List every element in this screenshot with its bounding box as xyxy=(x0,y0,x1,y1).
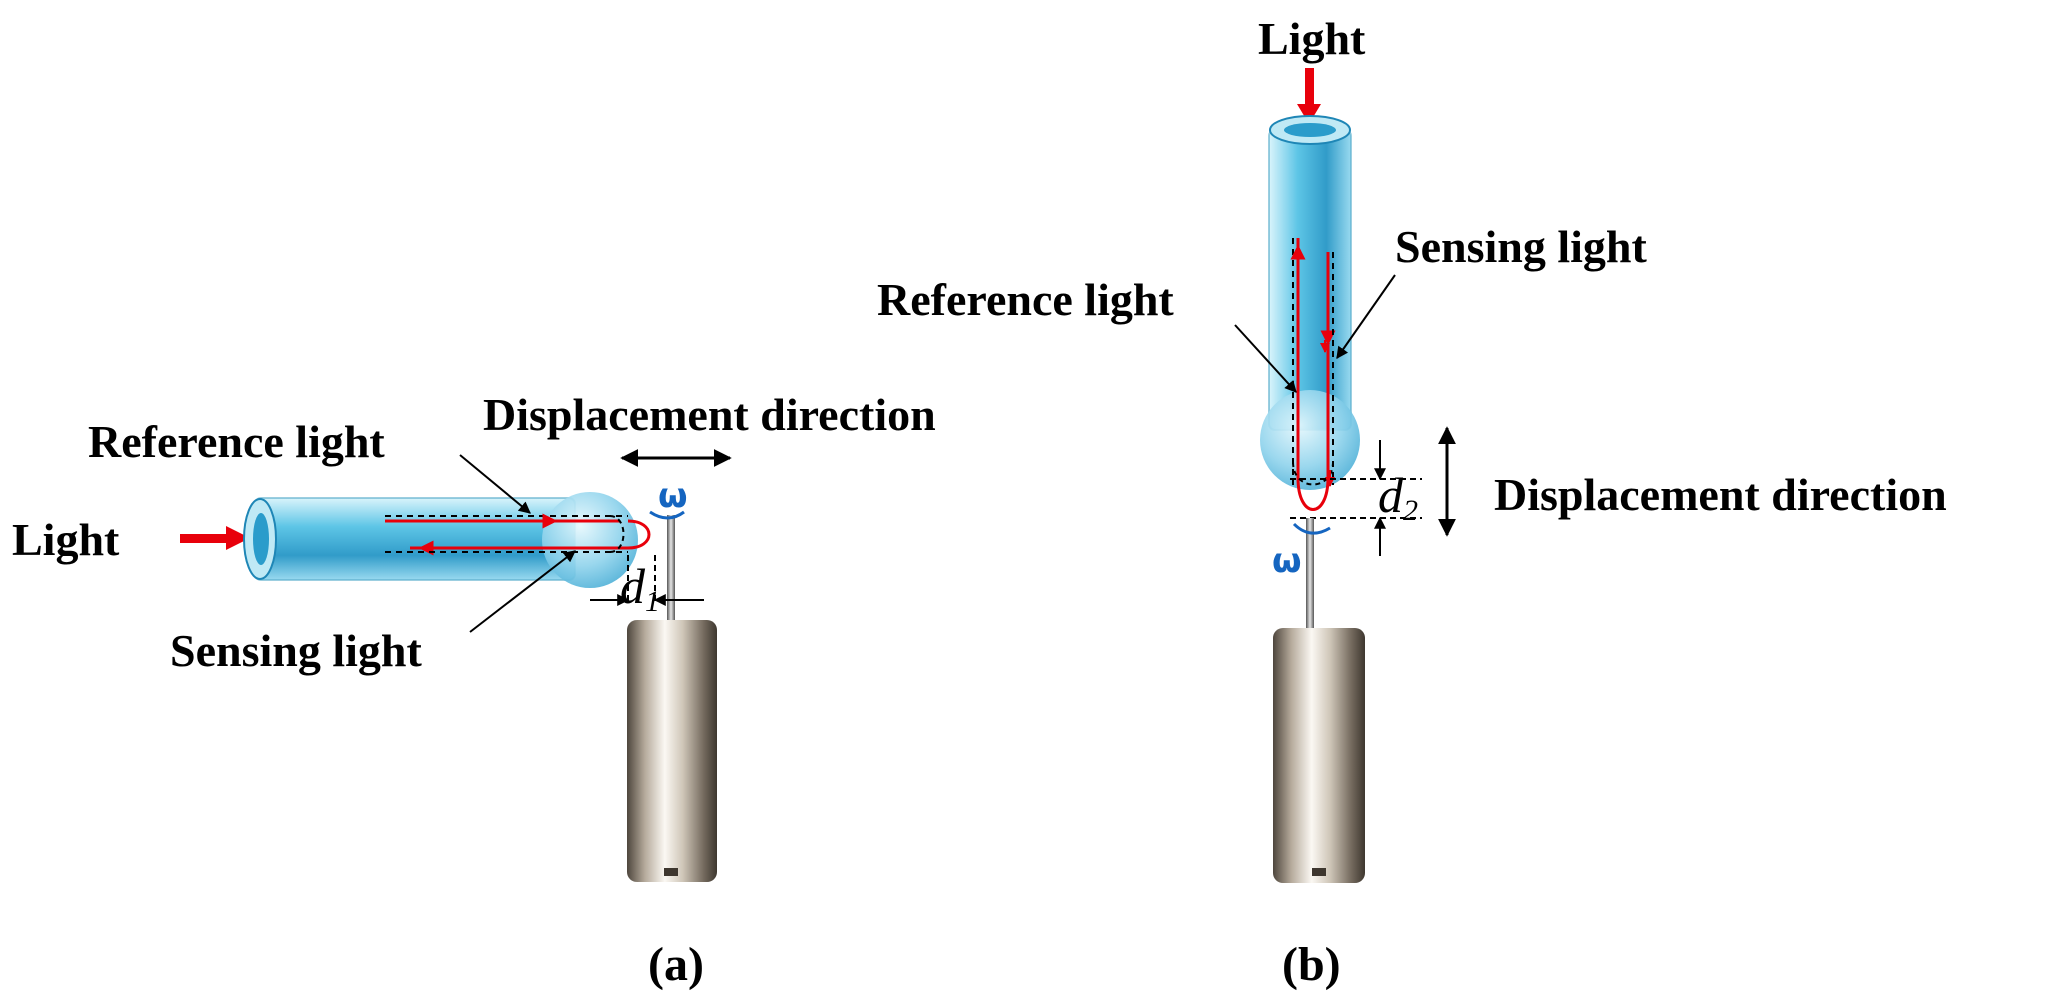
caption-b: (b) xyxy=(1282,938,1341,991)
gap-dimension-b: d2 xyxy=(1290,440,1422,556)
light-label-a: Light xyxy=(12,514,120,565)
fiber-a xyxy=(243,492,638,588)
svg-text:ω: ω xyxy=(1272,541,1302,581)
gap-label-b: d2 xyxy=(1378,467,1418,527)
input-light-arrow-a xyxy=(180,526,250,550)
reference-leader-b xyxy=(1234,324,1297,393)
reference-light-label-a: Reference light xyxy=(88,416,385,467)
panel-a: ω d1 Light Reference light Displacement … xyxy=(12,389,936,991)
reference-leader-a xyxy=(459,454,531,514)
sensing-light-label-b: Sensing light xyxy=(1395,221,1647,272)
panel-b: d2 ω Light Sensing light Reference light… xyxy=(877,13,1947,991)
gap-dimension-a: d1 xyxy=(590,555,704,618)
sensing-leader-a xyxy=(469,550,576,633)
displacement-direction-label-b: Displacement direction xyxy=(1494,469,1947,520)
motor-a xyxy=(627,515,717,882)
rotation-omega-a: ω xyxy=(649,476,688,520)
sensing-light-label-a: Sensing light xyxy=(170,625,422,676)
light-path-b xyxy=(1290,238,1336,511)
rotation-omega-b: ω xyxy=(1272,522,1331,581)
gap-label-a: d1 xyxy=(620,558,660,618)
svg-text:ω: ω xyxy=(658,476,688,516)
input-light-arrow-b xyxy=(1297,68,1321,124)
displacement-direction-label-a: Displacement direction xyxy=(483,389,936,440)
sensing-leader-b xyxy=(1336,274,1396,359)
caption-a: (a) xyxy=(648,938,704,991)
reference-light-label-b: Reference light xyxy=(877,274,1174,325)
fiber-b xyxy=(1260,115,1360,490)
motor-b xyxy=(1273,518,1365,883)
light-label-b: Light xyxy=(1258,13,1366,64)
light-path-a xyxy=(385,513,651,556)
